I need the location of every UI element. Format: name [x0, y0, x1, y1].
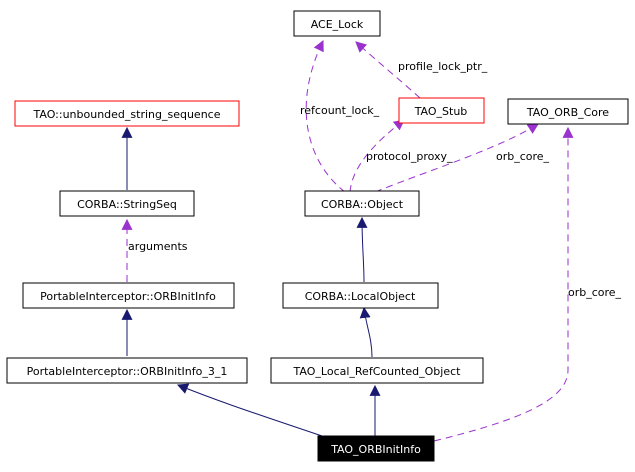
usage-edges [121, 40, 574, 442]
node-ace-lock[interactable]: ACE_Lock [293, 10, 381, 37]
node-label: CORBA::LocalObject [305, 290, 416, 303]
node-label: TAO_Local_RefCounted_Object [293, 365, 462, 378]
edge-localrefcounted-to-localobject [359, 306, 373, 358]
edge-object-to-orbcore [374, 123, 539, 193]
node-label: PortableInterceptor::ORBInitInfo [40, 290, 216, 303]
node-corba-object[interactable]: CORBA::Object [304, 190, 420, 217]
label-refcount-lock: refcount_lock_ [300, 104, 380, 117]
node-label: TAO_ORBInitInfo [330, 443, 421, 456]
node-corba-localobject[interactable]: CORBA::LocalObject [282, 282, 439, 309]
node-tao-orbinitinfo[interactable]: TAO_ORBInitInfo [317, 435, 435, 462]
label-orb-core-info: orb_core_ [568, 286, 622, 299]
node-tao-local-refcounted-object[interactable]: TAO_Local_RefCounted_Object [270, 357, 484, 384]
node-label: TAO_ORB_Core [526, 106, 609, 119]
edge-stub-to-acelock [355, 41, 421, 99]
edge-taoorbinitinfo-to-orbcore [433, 126, 574, 442]
label-protocol-proxy: protocol_proxy_ [366, 150, 453, 163]
node-label: ACE_Lock [311, 18, 364, 31]
node-label: CORBA::StringSeq [77, 198, 177, 211]
node-label: TAO_Stub [414, 105, 468, 118]
node-unbounded-string-sequence[interactable]: TAO::unbounded_string_sequence [14, 100, 240, 127]
node-label: CORBA::Object [321, 198, 404, 211]
edge-object-to-stub [349, 119, 405, 193]
node-label: TAO::unbounded_string_sequence [33, 108, 221, 121]
node-portableinterceptor-orbinitinfo-3-1[interactable]: PortableInterceptor::ORBInitInfo_3_1 [6, 357, 248, 384]
label-profile-lock-ptr: profile_lock_ptr_ [398, 60, 488, 73]
node-corba-stringseq[interactable]: CORBA::StringSeq [59, 190, 195, 217]
label-orb-core-object: orb_core_ [496, 150, 550, 163]
node-label: PortableInterceptor::ORBInitInfo_3_1 [27, 365, 228, 378]
node-tao-orb-core[interactable]: TAO_ORB_Core [507, 98, 629, 125]
node-tao-stub[interactable]: TAO_Stub [398, 97, 485, 124]
node-portableinterceptor-orbinitinfo[interactable]: PortableInterceptor::ORBInitInfo [22, 282, 235, 309]
label-arguments: arguments [128, 240, 188, 253]
edge-taoorbinitinfo-to-orbinitinfo31 [176, 383, 323, 437]
inheritance-edges [121, 126, 381, 437]
edge-localobject-to-corbaobject [356, 216, 368, 283]
edge-object-to-acelock [305, 40, 346, 193]
